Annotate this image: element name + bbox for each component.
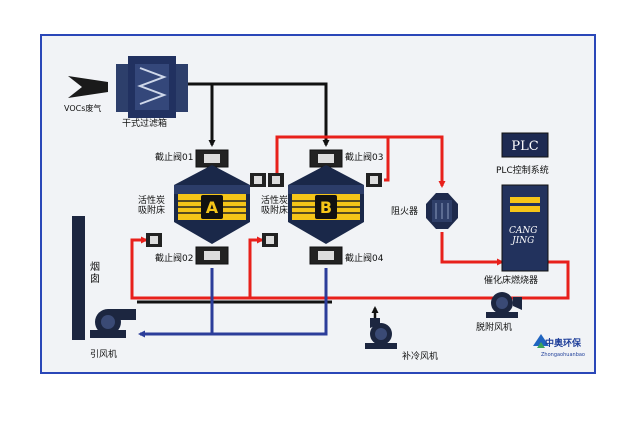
logo-subtitle: Zhongaohuanbao — [541, 352, 585, 358]
cooling-fan-icon[interactable] — [365, 318, 397, 349]
pipe-filter-to-bed-a — [188, 82, 216, 147]
voc-gas-label: VOCs废气 — [64, 104, 102, 113]
bed-b-letter: B — [320, 198, 332, 217]
chimney — [72, 216, 85, 340]
dry-filter-label: 干式过滤箱 — [122, 119, 168, 129]
exhaust-pipes — [137, 82, 379, 330]
induced-fan-icon[interactable] — [90, 309, 136, 338]
catalytic-burner-label: 催化床燃烧器 — [484, 276, 539, 286]
adsorption-bed-a[interactable] — [146, 149, 266, 265]
plc-control-box[interactable] — [501, 132, 549, 158]
dry-filter-box[interactable] — [116, 56, 188, 118]
flame-arrester-label: 阻火器 — [391, 207, 419, 217]
cooling-fan-label: 补冷风机 — [402, 352, 439, 362]
flame-arrester[interactable] — [426, 193, 458, 229]
induced-fan-label: 引风机 — [90, 350, 118, 360]
adsorption-bed-b[interactable] — [262, 149, 382, 265]
catalytic-brand-text: CANG JING — [509, 226, 538, 247]
voc-inlet-arrow-icon — [68, 76, 108, 98]
valve-01-label: 截止阀01 — [155, 153, 194, 163]
company-logo-icon — [533, 334, 549, 348]
pipe-return-to-bed-b — [248, 236, 264, 298]
pipe-bed-b-to-fan — [138, 268, 328, 338]
catalytic-burner[interactable] — [501, 184, 549, 272]
pipe-arrester-to-burner — [440, 232, 504, 266]
bed-a-letter: A — [206, 198, 219, 217]
activated-carbon-b-label: 活性炭 吸附床 — [261, 196, 289, 217]
chimney-label: 烟 囱 — [90, 262, 100, 285]
logo-name: 中奥环保 — [545, 337, 582, 349]
plc-system-label: PLC控制系统 — [496, 166, 549, 176]
desorption-fan-icon[interactable] — [486, 292, 522, 318]
valve-03-label: 截止阀03 — [345, 153, 384, 163]
valve-04-label: 截止阀04 — [345, 254, 384, 264]
pipe-filter-to-bed-b — [188, 82, 330, 147]
desorption-fan-label: 脱附风机 — [476, 323, 513, 333]
pipe-b-top-out — [384, 137, 390, 182]
plc-box-label: PLC — [511, 139, 538, 154]
clean-air-pipes — [138, 268, 328, 338]
activated-carbon-a-label: 活性炭 吸附床 — [138, 196, 166, 217]
valve-02-label: 截止阀02 — [155, 254, 194, 264]
